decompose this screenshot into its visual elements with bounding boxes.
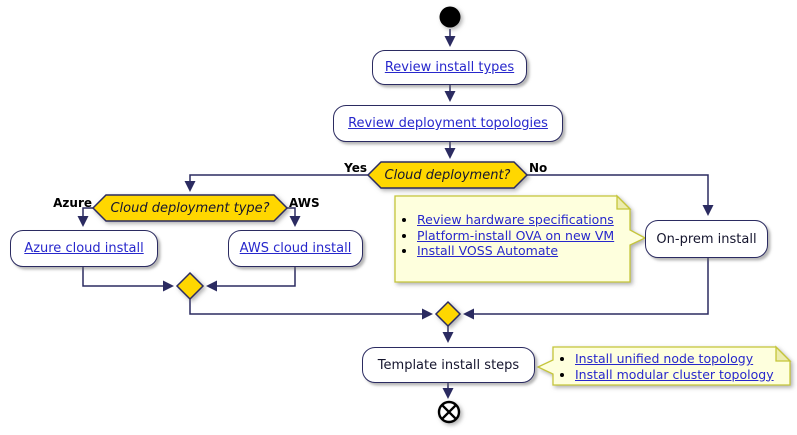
note-template-fold-icon [775, 345, 792, 362]
link-review-install-types[interactable]: Review install types [384, 60, 515, 75]
note-list-item: Review hardware specifications [417, 212, 637, 228]
branch-label-yes: Yes [344, 161, 367, 175]
edge-aws-branch [287, 207, 301, 227]
link-review-deployment-topologies[interactable]: Review deployment topologies [348, 116, 548, 131]
note-list-item: Install modular cluster topology [575, 367, 797, 383]
decision-cloud-deployment-type-label: Cloud deployment type? [110, 200, 270, 216]
activity-aws-cloud-install: AWS cloud install [228, 230, 363, 267]
edge-aws-to-merge1 [206, 267, 296, 292]
link-aws-cloud-install[interactable]: AWS cloud install [239, 241, 352, 256]
edge-azure-branch [77, 207, 93, 227]
link-azure-cloud-install[interactable]: Azure cloud install [24, 241, 144, 256]
edge-azure-to-merge1 [82, 267, 174, 292]
link-install-unified-node-topology[interactable]: Install unified node topology [575, 351, 754, 366]
branch-label-azure: Azure [53, 196, 92, 210]
merge-diamond-main [434, 300, 462, 328]
activity-azure-cloud-install: Azure cloud install [10, 230, 158, 267]
edge-yes-to-cloud-type [184, 174, 368, 192]
activity-on-prem-install: On-prem install [645, 220, 768, 258]
decision-cloud-deployment-type [91, 194, 289, 222]
decision-cloud-deployment-label: Cloud deployment? [384, 167, 511, 183]
link-review-hardware-specifications[interactable]: Review hardware specifications [417, 212, 614, 227]
link-platform-install-ova[interactable]: Platform-install OVA on new VM [417, 227, 615, 243]
merge-diamond-cloud-type [175, 271, 205, 301]
note-list-item: Platform-install OVA on new VM [417, 228, 637, 244]
decision-cloud-deployment [366, 161, 529, 189]
end-node-icon [437, 400, 461, 424]
note-list-item: Install VOSS Automate [417, 243, 637, 259]
note-onprem-fold-icon [616, 194, 632, 210]
edge-onprem-to-merge2 [463, 258, 709, 320]
note-template-list: Install unified node topology Install mo… [561, 351, 797, 382]
edge-no-to-onprem [527, 174, 714, 216]
activity-review-deployment-topologies: Review deployment topologies [333, 105, 563, 142]
branch-label-no: No [529, 161, 548, 175]
edge-merge1-to-merge2 [189, 299, 433, 320]
link-install-modular-cluster-topology[interactable]: Install modular cluster topology [575, 366, 774, 382]
template-install-steps-label: Template install steps [377, 357, 520, 373]
note-onprem-list: Review hardware specifications Platform-… [403, 212, 637, 259]
activity-review-install-types: Review install types [372, 50, 527, 85]
start-node-icon [439, 6, 461, 28]
branch-label-aws: AWS [289, 196, 320, 210]
activity-template-install-steps: Template install steps [362, 347, 535, 383]
link-install-voss-automate[interactable]: Install VOSS Automate [417, 243, 559, 258]
on-prem-install-label: On-prem install [656, 231, 757, 247]
note-list-item: Install unified node topology [575, 351, 797, 367]
